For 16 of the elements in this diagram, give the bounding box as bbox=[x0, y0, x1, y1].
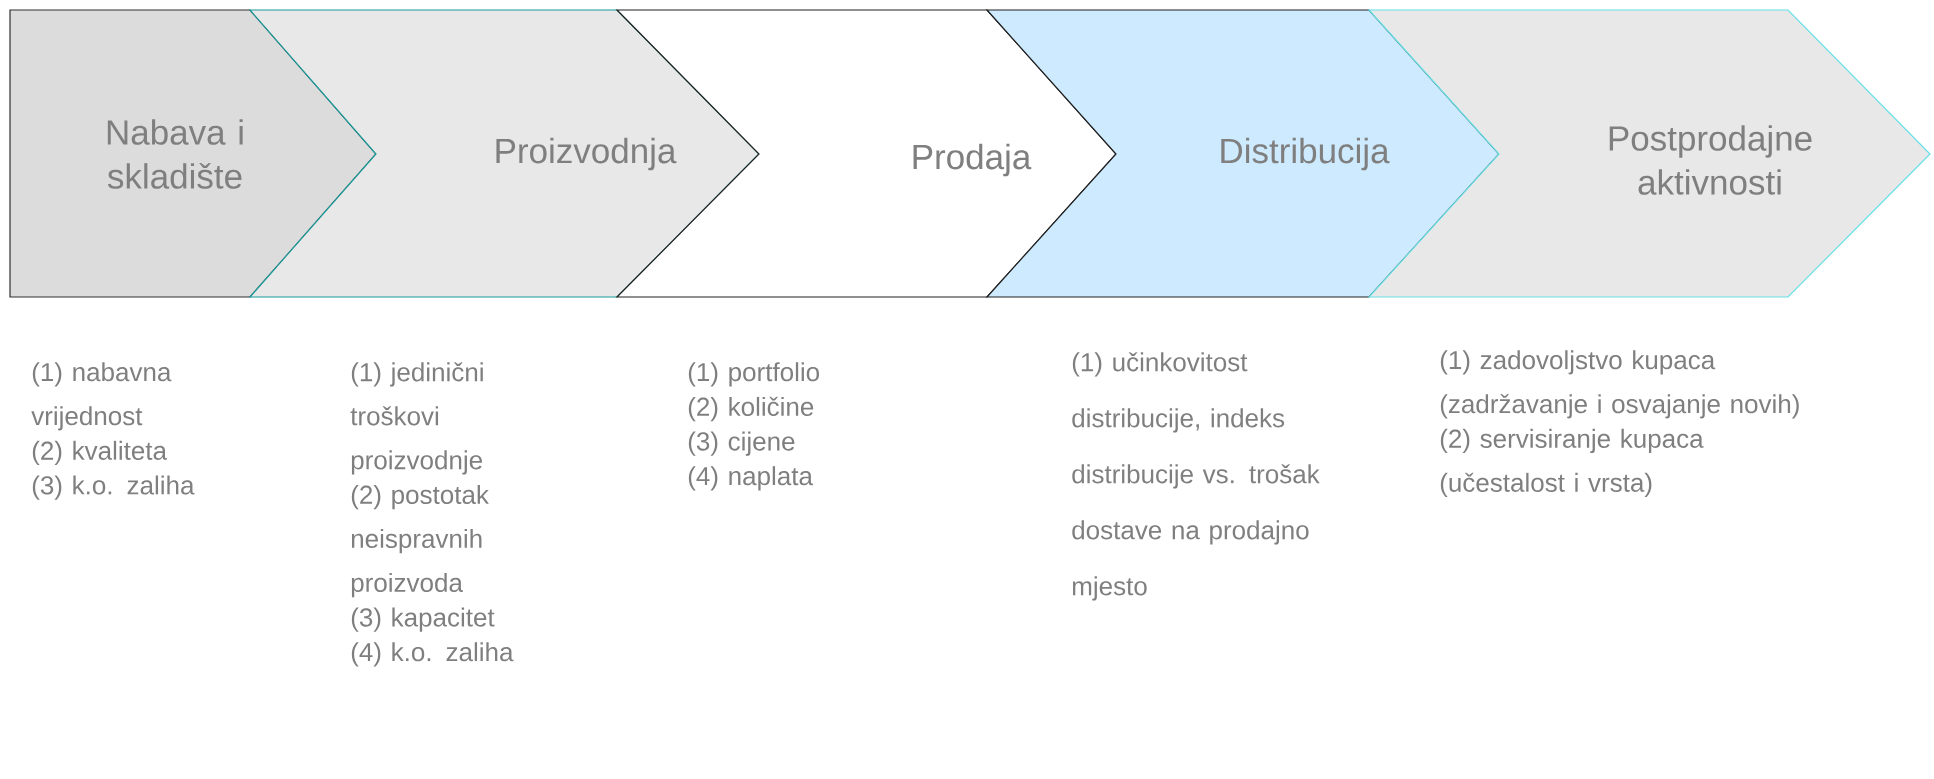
list-item: (3) k.o. zaliha bbox=[32, 475, 195, 500]
list-item: (2) postotak neispravnih proizvoda bbox=[351, 484, 489, 598]
list-item: (4) naplata bbox=[688, 466, 813, 491]
list-item: (2) servisiranje kupaca (učestalost i vrsta) bbox=[1440, 428, 1704, 498]
list-item: (1) zadovoljstvo kupaca (zadržavanje i osvajanje novih) bbox=[1440, 350, 1799, 419]
list-item: (3) kapacitet bbox=[351, 607, 495, 632]
list-item: (4) k.o. zaliha bbox=[351, 642, 514, 667]
list-item: (2) kvaliteta bbox=[32, 440, 167, 466]
pentagon-box: Nabava i skladište bbox=[9, 9, 377, 298]
list-item: (1) jedinični troškovi proizvodnje bbox=[350, 362, 483, 475]
chevron-box: Proizvodnja bbox=[248, 9, 760, 298]
list-item: (3) cijene bbox=[688, 431, 795, 456]
list-item: (1) nabavna vrijednost bbox=[31, 362, 172, 431]
list-item: (1) portfolio bbox=[688, 362, 820, 387]
list-item: (2) količine bbox=[688, 396, 814, 422]
list-item: (1) učinkovitost distribucije, indeks distribucije vs. trošak dostave na prodajno mjesto bbox=[1072, 352, 1320, 601]
